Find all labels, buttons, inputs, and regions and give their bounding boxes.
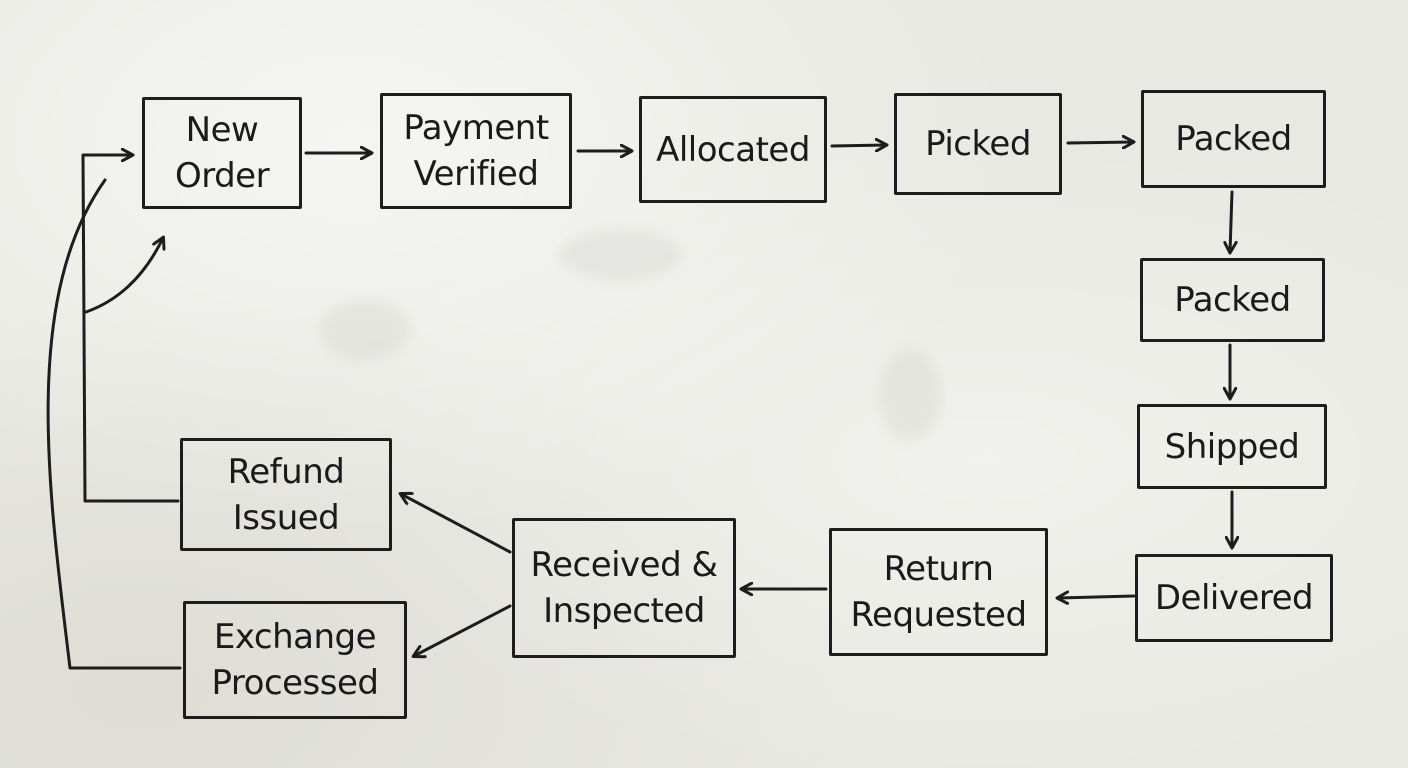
edge-packed-to-packed bbox=[1230, 190, 1232, 252]
node-shipped: Shipped bbox=[1137, 404, 1327, 489]
node-return-requested: Return Requested bbox=[829, 528, 1048, 656]
node-received-inspected-line-1: Received & bbox=[530, 545, 718, 585]
node-payment-verified: Payment Verified bbox=[380, 93, 572, 209]
edge-exchange-processed-to-new-order bbox=[46, 178, 182, 670]
edge-picked-to-packed bbox=[1066, 142, 1133, 143]
node-exchange-processed-line-2: Processed bbox=[211, 663, 379, 703]
node-picked-line-1: Picked bbox=[925, 124, 1031, 164]
node-shipped-line-1: Shipped bbox=[1164, 426, 1300, 467]
edge-return-curve-to-new-order bbox=[84, 238, 163, 314]
node-allocated-line-1: Allocated bbox=[656, 129, 810, 170]
node-payment-verified-line-2: Verified bbox=[413, 154, 539, 194]
node-new-order-line-2: Order bbox=[174, 156, 270, 196]
smudge bbox=[880, 350, 940, 440]
node-refund-issued-line-1: Refund bbox=[227, 451, 345, 492]
edge-received-inspected-to-refund-issued bbox=[401, 494, 512, 554]
node-packed-1: Packed bbox=[1141, 90, 1326, 188]
node-return-requested-line-1: Return bbox=[883, 549, 994, 589]
smudge bbox=[320, 300, 410, 360]
edge-refund-issued-to-new-order bbox=[81, 155, 180, 503]
node-packed-2-line-1: Packed bbox=[1174, 280, 1291, 320]
node-exchange-processed: Exchange Processed bbox=[183, 601, 407, 719]
node-picked: Picked bbox=[894, 93, 1062, 195]
node-received-inspected: Received & Inspected bbox=[512, 518, 736, 658]
node-delivered-line-1: Delivered bbox=[1154, 578, 1314, 618]
node-packed-1-line-1: Packed bbox=[1175, 119, 1292, 159]
node-received-inspected-line-2: Inspected bbox=[543, 591, 705, 631]
node-packed-2: Packed bbox=[1140, 258, 1325, 342]
node-new-order: New Order bbox=[142, 97, 302, 209]
smudge bbox=[560, 230, 680, 280]
node-refund-issued: Refund Issued bbox=[180, 438, 392, 551]
node-refund-issued-line-2: Issued bbox=[232, 497, 340, 538]
edge-received-inspected-to-exchange-processed bbox=[414, 604, 512, 656]
edge-allocated-to-picked bbox=[830, 145, 886, 146]
node-new-order-line-1: New bbox=[185, 110, 259, 150]
node-delivered: Delivered bbox=[1135, 554, 1333, 642]
node-allocated: Allocated bbox=[639, 96, 827, 203]
node-payment-verified-line-1: Payment bbox=[403, 108, 549, 148]
node-exchange-processed-line-1: Exchange bbox=[213, 617, 377, 657]
edge-delivered-to-return-requested bbox=[1058, 596, 1136, 598]
node-return-requested-line-2: Requested bbox=[850, 595, 1027, 635]
